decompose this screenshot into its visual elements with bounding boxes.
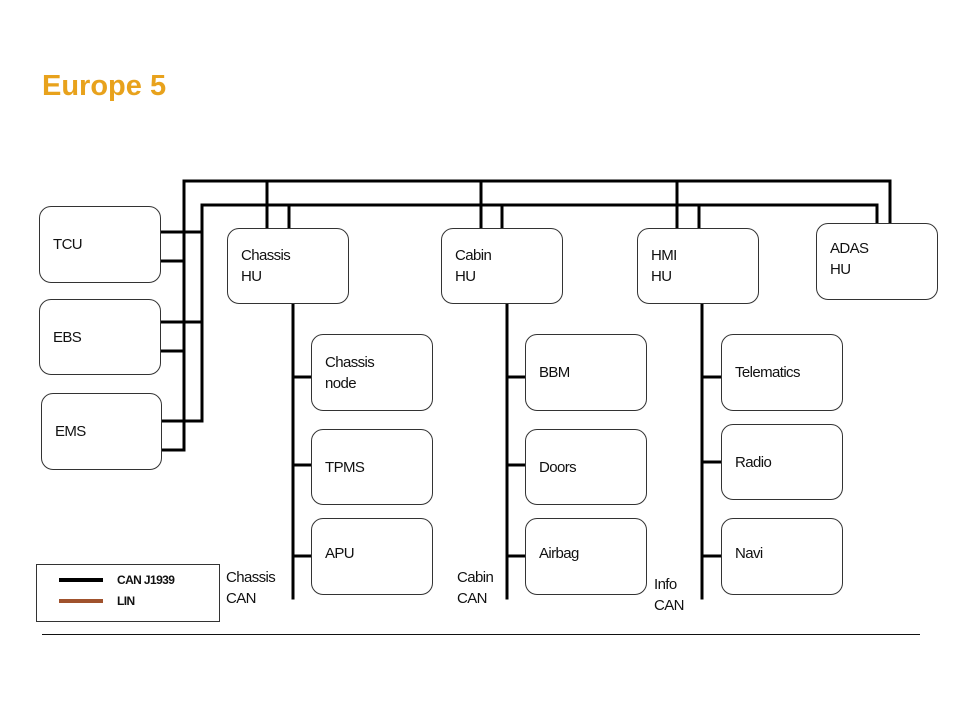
info-can-label-line-1: Info: [654, 576, 677, 593]
node-chassis-hu-line-2: HU: [241, 268, 262, 285]
node-bbm[interactable]: BBM: [525, 334, 647, 411]
footer-divider: [42, 634, 920, 635]
node-adas-hu[interactable]: ADAS HU: [816, 223, 938, 300]
legend: CAN J1939 LIN: [36, 564, 220, 622]
cabin-can-label-line-1: Cabin: [457, 569, 494, 586]
node-ebs[interactable]: EBS: [39, 299, 161, 375]
node-adas-hu-line-1: ADAS: [830, 239, 869, 257]
legend-label-lin: LIN: [117, 594, 135, 608]
legend-swatch-can: [59, 578, 103, 582]
node-chassis-hu[interactable]: Chassis HU: [227, 228, 349, 304]
node-telematics-label: Telematics: [735, 364, 800, 381]
node-chassis-node-line-1: Chassis: [325, 353, 375, 371]
node-apu-label: APU: [325, 545, 355, 562]
chassis-can-label-line-2: CAN: [226, 590, 256, 607]
page-title: Europe 5: [42, 70, 167, 102]
node-ems[interactable]: EMS: [41, 393, 162, 470]
cabin-can-label: Cabin CAN: [457, 567, 494, 609]
node-airbag[interactable]: Airbag: [525, 518, 647, 595]
node-doors[interactable]: Doors: [525, 429, 647, 505]
info-can-label: Info CAN: [654, 574, 684, 616]
node-bbm-label: BBM: [539, 364, 570, 381]
node-apu[interactable]: APU: [311, 518, 433, 595]
node-adas-hu-line-2: HU: [830, 260, 851, 278]
node-tcu-label: TCU: [53, 236, 83, 253]
node-chassis-hu-line-1: Chassis: [241, 247, 291, 264]
node-airbag-label: Airbag: [539, 545, 579, 562]
node-chassis-node[interactable]: Chassis node: [311, 334, 433, 411]
legend-swatch-lin: [59, 599, 103, 603]
info-can-label-line-2: CAN: [654, 597, 684, 614]
node-chassis-node-line-2: node: [325, 374, 357, 392]
node-radio-label: Radio: [735, 453, 772, 471]
node-cabin-hu-line-2: HU: [455, 268, 476, 285]
legend-item-can: CAN J1939: [59, 573, 175, 587]
node-tcu[interactable]: TCU: [39, 206, 161, 283]
chassis-can-label: Chassis CAN: [226, 567, 276, 609]
node-tpms[interactable]: TPMS: [311, 429, 433, 505]
node-hmi-hu-line-1: HMI: [651, 247, 677, 264]
legend-label-can: CAN J1939: [117, 573, 175, 587]
node-doors-label: Doors: [539, 458, 577, 476]
chassis-can-label-line-1: Chassis: [226, 569, 276, 586]
node-navi[interactable]: Navi: [721, 518, 843, 595]
node-cabin-hu-line-1: Cabin: [455, 247, 492, 264]
node-ems-label: EMS: [55, 423, 86, 440]
node-ebs-label: EBS: [53, 328, 82, 346]
node-cabin-hu[interactable]: Cabin HU: [441, 228, 563, 304]
node-hmi-hu-line-2: HU: [651, 268, 672, 285]
node-hmi-hu[interactable]: HMI HU: [637, 228, 759, 304]
node-radio[interactable]: Radio: [721, 424, 843, 500]
legend-item-lin: LIN: [59, 594, 135, 608]
node-tpms-label: TPMS: [325, 458, 365, 476]
node-navi-label: Navi: [735, 545, 763, 562]
node-telematics[interactable]: Telematics: [721, 334, 843, 411]
cabin-can-label-line-2: CAN: [457, 590, 487, 607]
